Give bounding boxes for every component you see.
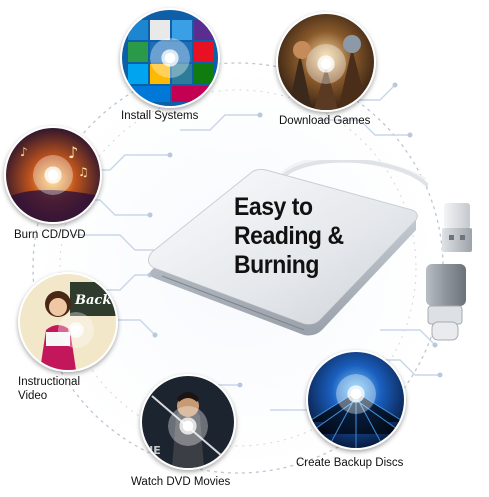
movie-hero-icon: NE xyxy=(140,374,236,470)
feature-label: Burn CD/DVD xyxy=(14,229,86,241)
data-server-icon xyxy=(306,350,406,450)
svg-text:♫: ♫ xyxy=(78,165,89,179)
feature-label: Watch DVD Movies xyxy=(131,476,231,488)
board-text: Back xyxy=(74,293,111,308)
feature-label: Install Systems xyxy=(121,110,199,122)
svg-text:♪: ♪ xyxy=(68,143,78,162)
svg-text:NE: NE xyxy=(144,444,161,457)
feature-label: Instructional Video xyxy=(18,376,81,402)
feature-label: Download Games xyxy=(279,115,371,127)
external-dvd-drive-image xyxy=(148,160,428,336)
headline: Easy to Reading & Burning xyxy=(234,193,344,280)
music-disc-icon: ♪ ♫ ♪ xyxy=(4,126,102,224)
headline-line-2: Reading & xyxy=(234,222,344,250)
usb-a-plug-image xyxy=(442,203,472,252)
headline-line-3: Burning xyxy=(234,251,319,279)
windows-os-icon xyxy=(120,8,220,108)
usb-c-adapter-image xyxy=(426,264,466,341)
game-characters-icon xyxy=(276,12,376,112)
headline-line-1: Easy to xyxy=(234,193,313,221)
svg-text:♪: ♪ xyxy=(20,145,28,159)
teacher-icon: Back xyxy=(18,272,118,372)
feature-label: Create Backup Discs xyxy=(296,457,404,469)
